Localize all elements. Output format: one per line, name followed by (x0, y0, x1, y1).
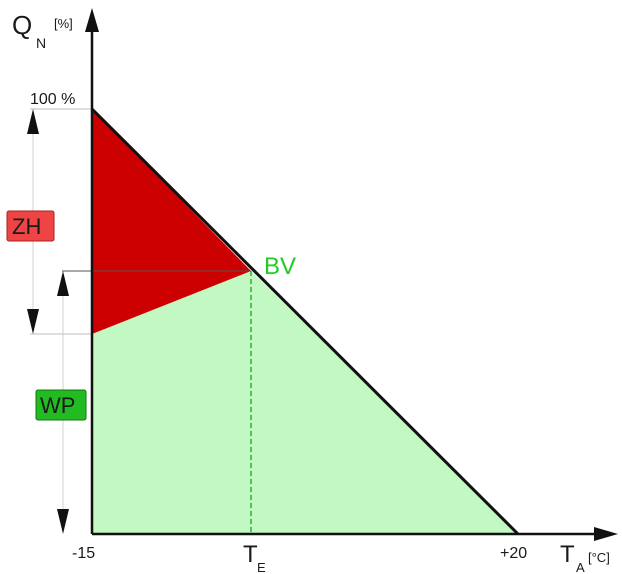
load-line (90, 107, 520, 536)
y-tick-100: 100 % (30, 91, 75, 108)
zh-region (92, 109, 251, 334)
y-axis-label-sub: N (36, 35, 46, 51)
wp-label: WP (40, 393, 75, 418)
x-axis-label: T (560, 541, 575, 568)
y-axis-label: Q (12, 10, 32, 40)
zh-arrow-up-icon (27, 109, 39, 134)
x-tick-minus15: -15 (72, 545, 95, 562)
x-axis-arrow-icon (594, 527, 618, 541)
x-axis-unit: [°C] (588, 550, 610, 565)
y-axis-arrow-icon (85, 8, 99, 32)
wp-region (92, 271, 518, 534)
bv-label: BV (264, 253, 296, 280)
zh-arrow-down-icon (27, 309, 39, 334)
y-axis-unit: [%] (54, 16, 73, 31)
wp-arrow-up-icon (57, 271, 69, 296)
zh-label: ZH (12, 214, 41, 239)
x-tick-plus20: +20 (500, 545, 527, 562)
x-tick-te-sub: E (257, 560, 266, 574)
wp-arrow-down-icon (57, 509, 69, 534)
x-tick-te: T (243, 541, 258, 568)
x-axis-label-sub: A (576, 560, 585, 574)
zh-label-box (6, 210, 55, 242)
wp-label-box (35, 389, 87, 421)
